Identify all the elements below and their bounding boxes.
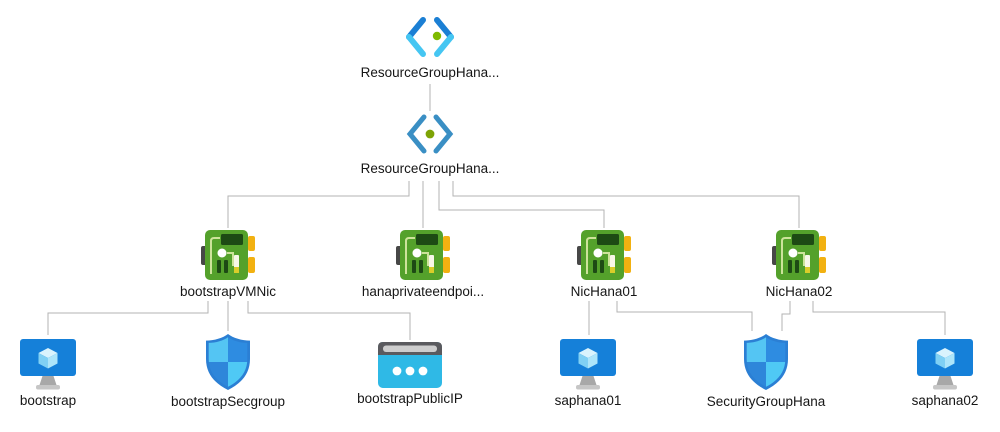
node-nic-nichana02[interactable]: NicHana02 [714,229,884,300]
node-pip-bootstrappublicip[interactable]: bootstrapPublicIP [325,342,495,407]
network-interface-icon [772,229,826,281]
network-interface-icon [201,229,255,281]
security-shield-icon [741,333,791,391]
edge-nic-hana02--nsg-hana [781,301,791,331]
node-resource-group-inner[interactable]: ResourceGroupHana... [345,112,515,177]
node-label: saphana02 [910,393,980,409]
edge-nic-hana01--nsg-hana [616,301,753,331]
node-label: NicHana02 [764,284,834,300]
virtual-machine-icon [20,339,76,390]
network-interface-icon [577,229,631,281]
node-nic-hanaprivateendpoint[interactable]: hanaprivateendpoi... [338,229,508,300]
edge-rg-inner--nic-hana02 [452,181,800,228]
resource-group-icon [404,112,456,158]
node-label: bootstrap [18,393,78,409]
node-nsg-securitygrouphana[interactable]: SecurityGroupHana [681,333,851,410]
node-vm-saphana02[interactable]: saphana02 [860,336,1000,409]
node-nic-bootstrapvmnic[interactable]: bootstrapVMNic [143,229,313,300]
edge-rg-inner--nic-hana01 [438,181,605,228]
node-label: bootstrapVMNic [178,284,278,300]
node-label: hanaprivateendpoi... [360,284,486,300]
node-label: SecurityGroupHana [705,394,827,410]
virtual-machine-icon [560,339,616,390]
resource-group-icon [404,16,456,62]
edge-nic-bootstrap--vm-bootstrap [47,301,209,335]
node-vm-saphana01[interactable]: saphana01 [503,336,673,409]
node-vm-bootstrap[interactable]: bootstrap [0,336,133,409]
node-label: ResourceGroupHana... [359,161,501,177]
edge-nic-hana02--vm-saphana02 [812,301,946,335]
node-label: saphana01 [553,393,623,409]
node-nic-nichana01[interactable]: NicHana01 [519,229,689,300]
edge-nic-bootstrap--pip-bootstrap [247,301,411,340]
security-shield-icon [203,333,253,391]
node-resource-group-outer[interactable]: ResourceGroupHana... [345,16,515,81]
edge-rg-inner--nic-bootstrap [227,181,410,228]
virtual-machine-icon [917,339,973,390]
node-label: bootstrapSecgroup [169,394,287,410]
network-interface-icon [396,229,450,281]
node-label: bootstrapPublicIP [356,391,464,407]
public-ip-icon [378,342,442,388]
node-label: NicHana01 [569,284,639,300]
node-nsg-bootstrapsecgroup[interactable]: bootstrapSecgroup [143,333,313,410]
node-label: ResourceGroupHana... [359,65,501,81]
